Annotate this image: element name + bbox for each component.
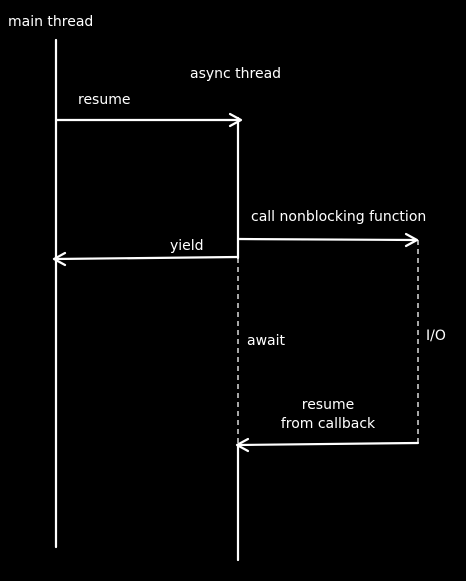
await-label: await (247, 333, 285, 349)
call-nonblocking-arrowhead (404, 232, 419, 248)
main-thread-label: main thread (8, 14, 93, 30)
resume-callback-arrowhead (235, 437, 250, 453)
resume-callback-label-line2: from callback (281, 416, 376, 432)
resume-label: resume (78, 92, 130, 108)
resume-callback-label-line1: resume (302, 397, 354, 413)
io-label: I/O (426, 328, 446, 344)
call-nonblocking-label: call nonblocking function (251, 209, 426, 225)
resume-callback-arrow (236, 441, 420, 447)
async-thread-label: async thread (190, 66, 281, 82)
yield-arrow (53, 255, 240, 261)
resume-arrowhead (228, 112, 243, 128)
call-nonblocking-arrow (236, 237, 418, 242)
yield-arrowhead (52, 251, 67, 267)
yield-label: yield (170, 238, 204, 254)
